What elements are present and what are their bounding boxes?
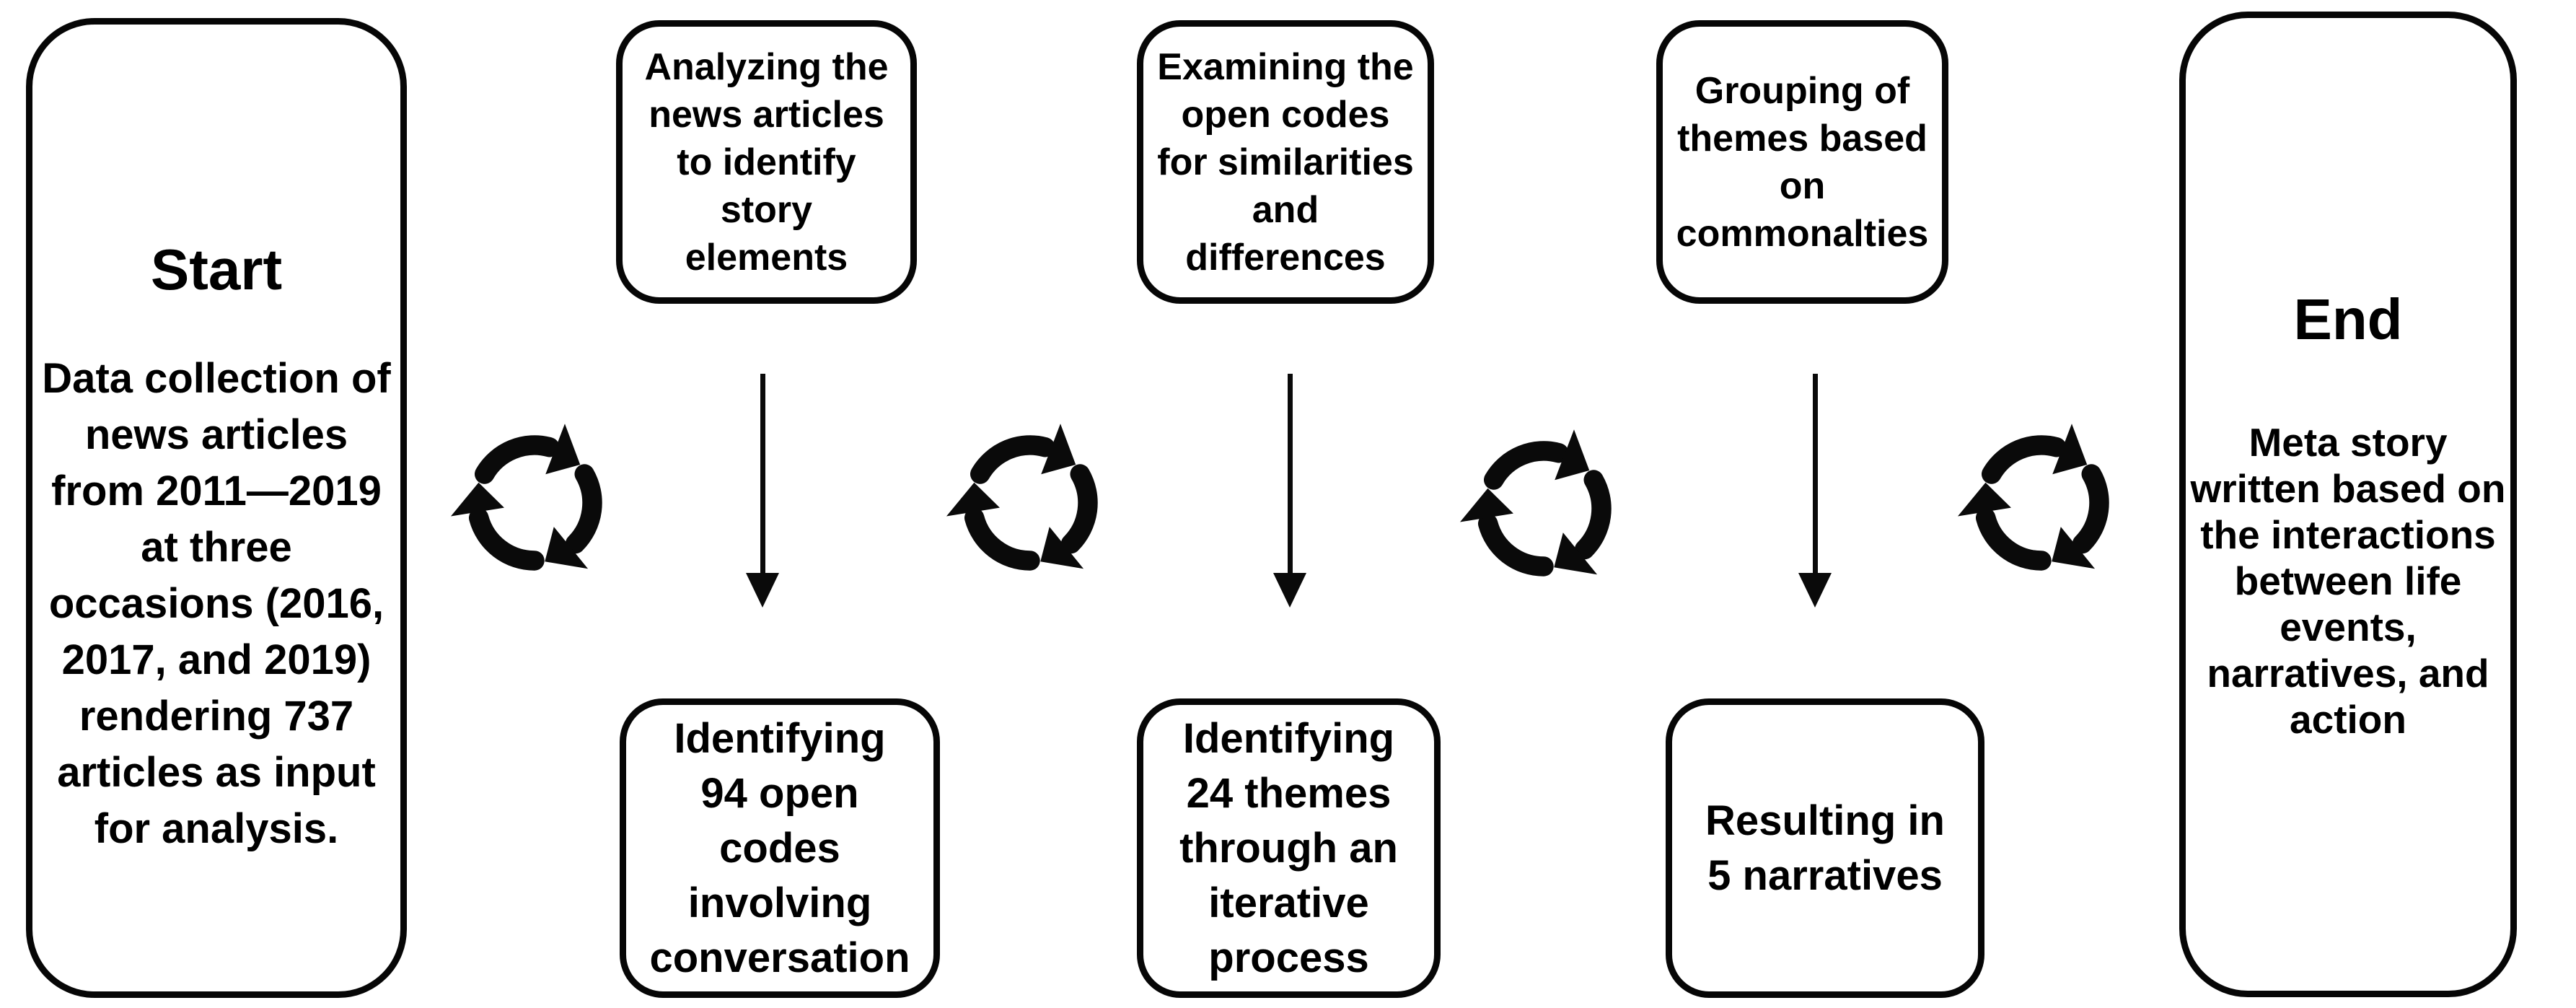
step-3-activity-box: Grouping of themes based on commonalties	[1656, 20, 1948, 304]
iteration-cycle-icon-1	[444, 413, 625, 593]
step-3-result-box: Resulting in 5 narratives	[1666, 698, 1984, 998]
arrow-shaft	[1287, 374, 1293, 573]
arrow-head	[1273, 573, 1306, 608]
step-3-result-label: Resulting in 5 narratives	[1705, 797, 1945, 899]
step-3-activity-label: Grouping of themes based on commonalties	[1676, 69, 1929, 255]
step-2-down-arrow-icon	[1273, 374, 1306, 608]
arrow-head	[746, 573, 779, 608]
step-3-down-arrow-icon	[1798, 374, 1832, 608]
iteration-cycle-icon-2	[940, 413, 1120, 593]
step-2-result-box: Identifying 24 themes through an iterati…	[1137, 698, 1441, 998]
end-node: End Meta story written based on the inte…	[2179, 12, 2517, 997]
step-2-result-label: Identifying 24 themes through an iterati…	[1179, 714, 1398, 981]
start-description: Data collection of news articles from 20…	[42, 355, 391, 852]
iteration-cycle-icon-3	[1454, 418, 1634, 599]
end-description: Meta story written based on the interact…	[2190, 420, 2506, 742]
step-1-result-box: Identifying 94 open codes involving conv…	[620, 698, 940, 998]
step-1-activity-box: Analyzing the news articles to identify …	[616, 20, 917, 304]
step-2-activity-box: Examining the open codes for similaritie…	[1137, 20, 1434, 304]
step-2-activity-label: Examining the open codes for similaritie…	[1157, 45, 1414, 279]
step-1-result-label: Identifying 94 open codes involving conv…	[649, 714, 910, 981]
iteration-cycle-icon-4	[1951, 413, 2132, 593]
end-title: End	[2293, 287, 2403, 351]
start-node: Start Data collection of news articles f…	[26, 18, 407, 998]
arrow-shaft	[760, 374, 765, 573]
step-1-down-arrow-icon	[746, 374, 779, 608]
arrow-head	[1798, 573, 1832, 608]
step-1-activity-label: Analyzing the news articles to identify …	[644, 45, 889, 279]
start-title: Start	[150, 237, 283, 302]
arrow-shaft	[1812, 374, 1818, 573]
